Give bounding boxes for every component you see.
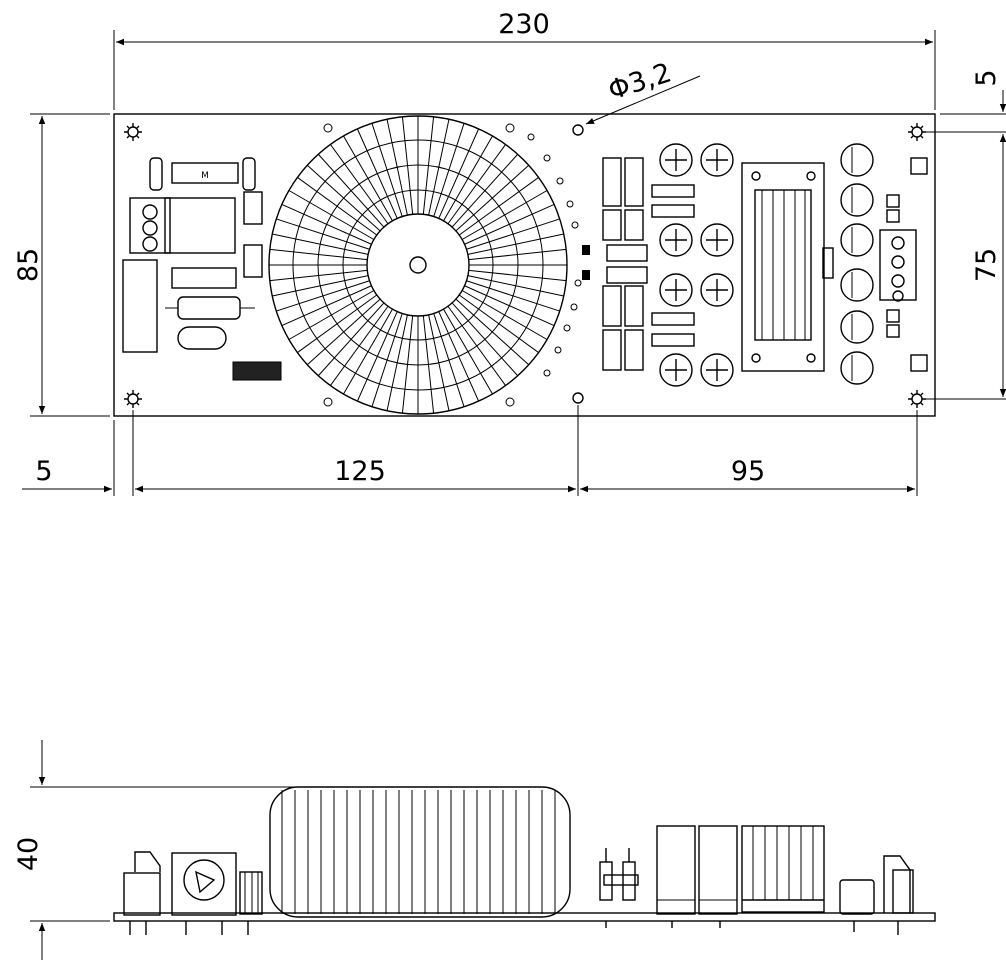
dim-hole-diameter: Φ3,2 — [605, 57, 676, 106]
transformer-side — [269, 786, 571, 918]
rectifier-side — [599, 848, 639, 901]
output-capacitors — [840, 143, 874, 385]
small-diodes — [651, 184, 695, 347]
resistor-horizontal — [171, 267, 237, 289]
axial-resistor — [165, 296, 255, 320]
smd-parts-right — [582, 157, 928, 372]
dim-overall-width: 230 — [498, 9, 550, 40]
pcb-side-outline — [113, 912, 936, 922]
mounting-hole-bottom-left — [124, 390, 142, 408]
fuse-holder: M — [149, 157, 256, 191]
mounting-hole-center-bottom — [572, 392, 584, 404]
pcb-outline — [113, 113, 936, 417]
right-components-side — [605, 855, 914, 935]
heatsink — [741, 162, 825, 372]
mounting-hole-center-top — [572, 124, 584, 136]
relay — [122, 259, 158, 353]
diode-bridge — [602, 157, 648, 371]
side-dimensions: 40 — [13, 740, 300, 960]
mounting-hole-top-left — [124, 123, 142, 141]
dim-hole-to-center: 125 — [334, 456, 386, 487]
top-dimensions: 230 85 75 5 Φ3,2 5 125 95 — [13, 9, 1006, 496]
terminal-block-left — [129, 197, 236, 254]
terminal-block-right — [879, 229, 917, 302]
dim-hole-span: 75 — [971, 248, 1002, 282]
edge-dots — [323, 123, 582, 407]
crystal — [177, 326, 227, 350]
resistor-vertical-b — [243, 244, 263, 278]
toroidal-transformer — [268, 115, 568, 415]
dim-overall-height: 85 — [13, 248, 44, 282]
pin-header — [232, 361, 282, 381]
resistor-vertical-a — [243, 191, 263, 225]
heatsink-side — [741, 825, 825, 913]
dim-left-offset: 5 — [35, 456, 52, 487]
mounting-hole-bottom-right — [908, 390, 926, 408]
svg-text:M: M — [201, 171, 209, 181]
dim-center-to-hole: 95 — [731, 456, 765, 487]
top-view: M — [113, 113, 936, 417]
capacitors-side — [656, 825, 738, 915]
dim-top-offset: 5 — [971, 69, 1002, 86]
left-components-side — [123, 851, 263, 935]
mounting-hole-top-right — [908, 123, 926, 141]
capacitor-bank — [659, 143, 734, 387]
side-view — [113, 786, 936, 935]
dim-side-height: 40 — [13, 837, 44, 871]
